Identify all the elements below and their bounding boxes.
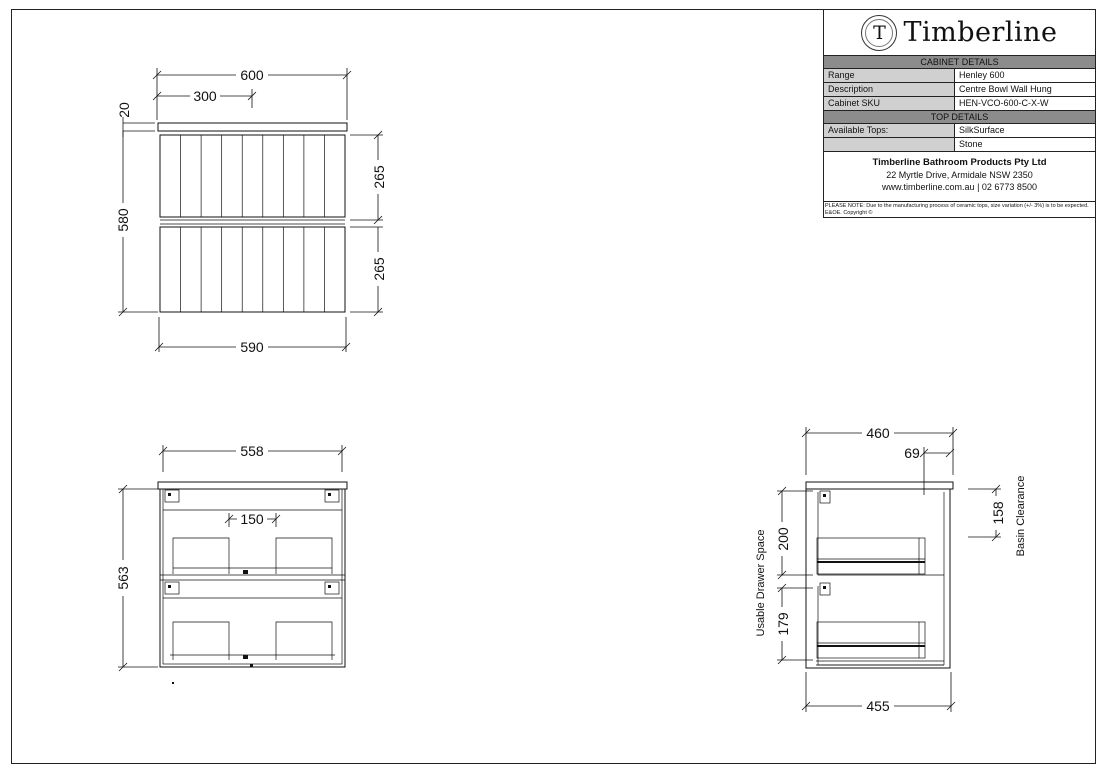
dim-side-drawer-lower: 179 (775, 612, 791, 636)
dim-rear-gap: 150 (240, 511, 264, 527)
cabinet-row: Range Henley 600 (824, 69, 1095, 83)
dim-side-drawer-upper: 200 (775, 527, 791, 551)
rear-dimensions: 558 150 563 (113, 443, 347, 672)
dim-side-basin-clearance: 158 (990, 501, 1006, 525)
dim-front-drawer-lower: 265 (371, 257, 387, 281)
top-row: Stone (824, 138, 1095, 152)
dim-side-depth-bottom: 455 (866, 698, 890, 714)
rear-view (157, 481, 348, 684)
dim-front-overall-width: 600 (240, 67, 264, 83)
cabinet-row-value: Centre Bowl Wall Hung (959, 84, 1052, 94)
side-dimensions: 460 69 158 Basin Clearance 200 179 Usabl… (755, 425, 1027, 714)
cabinet-row-value: HEN-VCO-600-C-X-W (959, 98, 1049, 108)
brand-name: Timberline (903, 17, 1058, 48)
front-dimensions: 600 300 20 580 265 265 (113, 66, 388, 355)
brand-logo: T Timberline (824, 10, 1095, 56)
dim-front-height: 580 (115, 208, 131, 232)
usable-drawer-space-label: Usable Drawer Space (755, 530, 767, 637)
disclaimer-note: PLEASE NOTE: Due to the manufacturing pr… (825, 203, 1089, 216)
dim-side-depth-top: 460 (866, 425, 890, 441)
dim-front-top-thickness: 20 (116, 102, 132, 118)
top-row-value: SilkSurface (959, 125, 1005, 135)
cabinet-row: Description Centre Bowl Wall Hung (824, 83, 1095, 97)
dim-rear-width: 558 (240, 443, 264, 459)
cabinet-details-header: CABINET DETAILS (824, 56, 1095, 69)
cabinet-row: Cabinet SKU HEN-VCO-600-C-X-W (824, 97, 1095, 111)
top-row-value: Stone (959, 139, 983, 149)
company-contact: www.timberline.com.au | 02 6773 8500 (882, 182, 1037, 192)
cabinet-row-key: Cabinet SKU (824, 97, 955, 110)
basin-clearance-label: Basin Clearance (1015, 476, 1027, 557)
dim-front-body-width: 590 (240, 339, 264, 355)
cabinet-row-key: Range (824, 69, 955, 82)
dim-side-offset: 69 (904, 445, 920, 461)
cabinet-row-key: Description (824, 83, 955, 96)
top-row-key (824, 138, 955, 151)
title-block: T Timberline CABINET DETAILS Range Henle… (823, 9, 1096, 218)
company-info: Timberline Bathroom Products Pty Ltd 22 … (824, 152, 1095, 202)
top-details-header: TOP DETAILS (824, 111, 1095, 124)
brand-badge-icon: T (861, 14, 898, 51)
company-name: Timberline Bathroom Products Pty Ltd (872, 157, 1047, 168)
top-row-key: Available Tops: (824, 124, 955, 137)
company-address: 22 Myrtle Drive, Armidale NSW 2350 (886, 170, 1033, 180)
drawing-frame (11, 9, 1096, 764)
front-view (157, 122, 348, 313)
side-view (805, 481, 954, 669)
dim-front-half-width: 300 (193, 88, 217, 104)
top-row: Available Tops: SilkSurface (824, 124, 1095, 138)
dim-front-drawer-upper: 265 (371, 165, 387, 189)
cabinet-row-value: Henley 600 (959, 70, 1005, 80)
dim-rear-height: 563 (115, 566, 131, 590)
